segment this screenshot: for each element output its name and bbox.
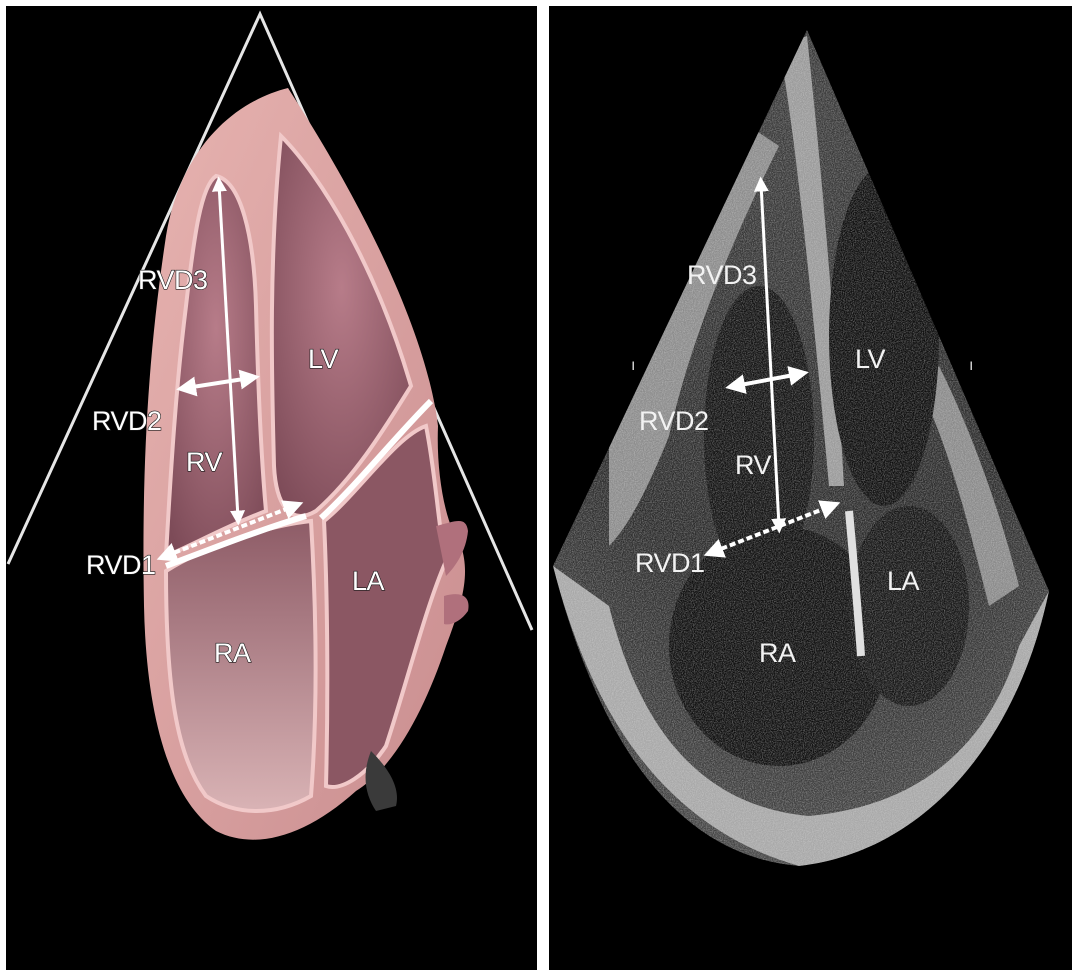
label-rvd1: RVD1 — [86, 550, 156, 580]
echocardiogram-panel: ı ı RVD3 RVD2 RVD1 RV LV RA LA — [549, 6, 1072, 970]
label-rvd2: RVD2 — [92, 406, 162, 436]
heart-illustration-panel: RVD3 RVD2 RVD1 RV LV RA LA — [6, 6, 537, 970]
heart-illustration: RVD3 RVD2 RVD1 RV LV RA LA — [6, 6, 537, 970]
label-la: LA — [887, 566, 920, 596]
label-lv: LV — [855, 344, 886, 374]
label-rvd1: RVD1 — [635, 548, 705, 578]
echo-tissue — [549, 6, 1072, 970]
sector-marker-left: ı — [631, 357, 635, 374]
label-rv: RV — [186, 447, 223, 477]
label-rvd2: RVD2 — [639, 406, 709, 436]
echocardiogram: ı ı RVD3 RVD2 RVD1 RV LV RA LA — [549, 6, 1072, 970]
label-lv: LV — [308, 344, 339, 374]
sector-marker-right: ı — [969, 357, 973, 374]
label-rv: RV — [735, 450, 772, 480]
pulmonary-vein — [444, 594, 469, 624]
label-rvd3: RVD3 — [138, 265, 208, 295]
label-rvd3: RVD3 — [687, 260, 757, 290]
label-la: LA — [352, 566, 385, 596]
label-ra: RA — [759, 638, 796, 668]
label-ra: RA — [214, 638, 251, 668]
